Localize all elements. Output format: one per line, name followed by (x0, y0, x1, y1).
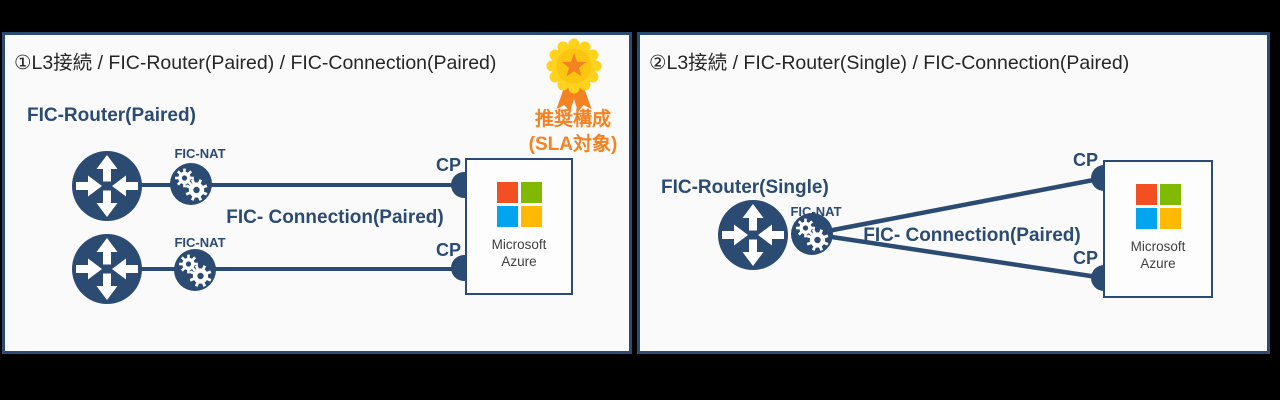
fic-router-paired-label: FIC-Router(Paired) (27, 105, 196, 126)
router-icon (72, 234, 142, 304)
ms-logo-blue-square (496, 206, 518, 227)
fic-nat-label: FIC-NAT (174, 235, 226, 250)
fic-connection-label: FIC- Connection(Paired) (863, 225, 1081, 246)
ms-logo-green-square (520, 182, 542, 203)
cp-label: CP (1072, 150, 1098, 170)
fic-connection-line-2 (105, 267, 465, 271)
badge-recommended-text: 推奨構成 (534, 109, 611, 130)
microsoft-logo-icon (1135, 184, 1181, 229)
panel-title: ②L3接続 / FIC-Router(Single) / FIC-Connect… (649, 52, 1130, 74)
ms-logo-yellow-square (1159, 208, 1181, 229)
fic-router-single-label: FIC-Router(Single) (661, 177, 829, 198)
fic-connection-lines (811, 175, 1105, 281)
fic-connection-label: FIC- Connection(Paired) (226, 207, 444, 228)
fic-nat-gears-icon (170, 163, 212, 205)
azure-box: Microsoft Azure (465, 158, 573, 295)
azure-label: Microsoft Azure (492, 236, 547, 270)
ms-logo-yellow-square (520, 206, 542, 227)
cp-label: CP (435, 240, 461, 260)
azure-label-line1: Microsoft (491, 237, 547, 252)
panel-paired-config: ①L3接続 / FIC-Router(Paired) / FIC-Connect… (2, 32, 632, 354)
panel-title: ①L3接続 / FIC-Router(Paired) / FIC-Connect… (14, 52, 497, 74)
ms-logo-green-square (1159, 184, 1181, 205)
panel-single-config: ②L3接続 / FIC-Router(Single) / FIC-Connect… (637, 32, 1270, 354)
ms-logo-blue-square (1135, 208, 1157, 229)
medal-award-icon (546, 38, 602, 112)
badge-sla-text: (SLA対象) (528, 134, 618, 155)
azure-label-line2: Azure (501, 254, 537, 269)
cp-label: CP (435, 155, 461, 175)
ms-logo-red-square (1135, 184, 1157, 205)
azure-label-line1: Microsoft (1130, 239, 1186, 254)
fic-connection-line-1 (105, 183, 465, 187)
azure-box: Microsoft Azure (1103, 160, 1213, 298)
fic-nat-label: FIC-NAT (174, 146, 226, 161)
fic-nat-gears-icon (174, 249, 216, 291)
router-icon (72, 151, 142, 221)
azure-label: Microsoft Azure (1131, 238, 1186, 272)
cp-label: CP (1072, 248, 1098, 268)
azure-label-line2: Azure (1140, 256, 1176, 271)
ms-logo-red-square (496, 182, 518, 203)
microsoft-logo-icon (496, 182, 542, 227)
